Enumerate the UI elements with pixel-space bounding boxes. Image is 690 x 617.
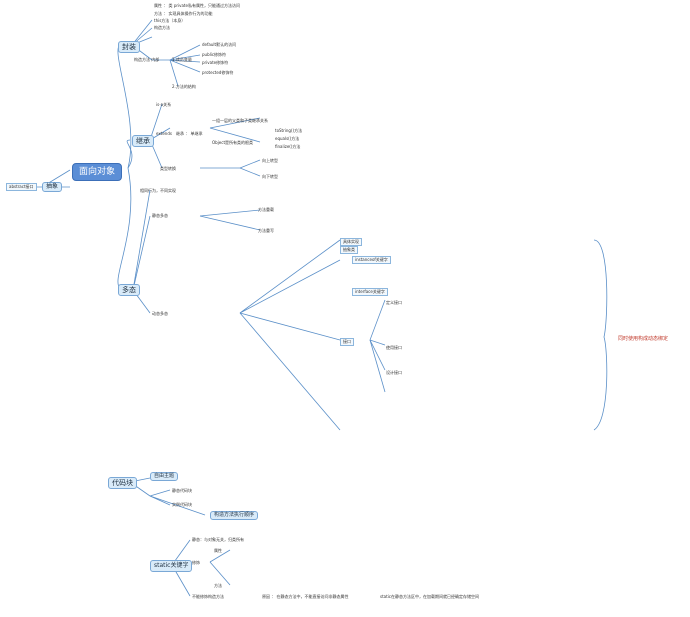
- center-topic[interactable]: 面向对象: [72, 163, 123, 181]
- encap-item: 构造方法 内部: [134, 57, 160, 62]
- abstract-interface-node[interactable]: abstract接口: [6, 183, 37, 191]
- branch-encapsulation[interactable]: 封装: [118, 41, 140, 53]
- poly-item: 方法重写: [258, 228, 274, 233]
- encap-item: 方法 ： 实现具体操作行为的功能: [154, 11, 213, 16]
- design-interface: 设计接口: [386, 370, 402, 375]
- inherit-item: toString()方法: [275, 128, 303, 133]
- inherit-item: 向下转型: [262, 174, 278, 179]
- instanceof-node[interactable]: instanceof关键字: [352, 256, 391, 264]
- constructor-order[interactable]: 构造方法执行顺序: [210, 511, 259, 520]
- dynamic-binding-note: 同时使用构成动态绑定: [618, 336, 669, 342]
- encap-item: 2.方法的结构: [172, 84, 196, 89]
- poly-interface[interactable]: 接口: [340, 338, 354, 346]
- inherit-item: 类型转换: [160, 166, 176, 171]
- connector-lines: [28, 19, 608, 597]
- encap-item: this方法（本身）: [154, 18, 186, 23]
- inherit-item: equals()方法: [275, 136, 300, 141]
- branch-code-block[interactable]: 代码块: [108, 477, 137, 489]
- inherit-item: 继承 ： 单继承: [176, 131, 203, 136]
- static-item: 属性: [214, 548, 222, 553]
- branch-inheritance[interactable]: 继承: [132, 135, 154, 147]
- instance-code-block: 实例代码块: [172, 502, 192, 507]
- encap-item: 构造方法: [154, 25, 170, 30]
- inherit-item: 一组一层的父类和子类继承关系: [212, 118, 268, 123]
- static-item: 不能修饰构造方法: [192, 594, 224, 599]
- encap-item: protected修饰符: [202, 70, 234, 75]
- inherit-item: finalize()方法: [275, 144, 301, 149]
- abstraction-node[interactable]: 抽象: [42, 182, 63, 192]
- inherit-item: extends: [156, 131, 172, 136]
- poly-item: 相同行为，不同实现: [140, 188, 176, 193]
- static-item: 原因 ： 在静态方法中，不能直接访问非静态属性: [262, 594, 349, 599]
- static-item: static在静态方法区中，在加载期间就已经确定存储空间: [380, 594, 479, 599]
- free-topic[interactable]: 自由主题: [150, 472, 179, 481]
- interface-node[interactable]: interface关键字: [352, 288, 388, 296]
- poly-item: 静态多态: [152, 213, 168, 218]
- encap-item: 1.成员变量: [172, 57, 192, 62]
- static-item: 方法: [214, 583, 222, 588]
- static-code-block: 静态代码块: [172, 488, 192, 493]
- encap-item: 属性 ： 类 private私有属性，只能通过方法访问: [154, 3, 240, 8]
- inherit-item: is-a关系: [156, 102, 172, 107]
- poly-item: 方法重载: [258, 207, 274, 212]
- static-item: 修饰: [192, 560, 200, 565]
- poly-impl[interactable]: 具体实现: [340, 238, 362, 246]
- encap-item: default默认的访问: [202, 42, 237, 47]
- inherit-item: Object是所有类的根类: [212, 140, 254, 145]
- use-interface: 使用接口: [386, 345, 402, 350]
- branch-static[interactable]: static关键字: [150, 560, 193, 572]
- static-item: 静态：与对象无关，归类所有: [192, 537, 244, 542]
- inherit-item: 向上转型: [262, 158, 278, 163]
- encap-item: private修饰符: [202, 60, 229, 65]
- define-interface: 定义接口: [386, 300, 402, 305]
- poly-abstract[interactable]: 抽象类: [340, 246, 358, 254]
- encap-item: public修饰符: [202, 52, 227, 57]
- poly-item: 动态多态: [152, 311, 168, 316]
- branch-polymorphism[interactable]: 多态: [118, 284, 140, 296]
